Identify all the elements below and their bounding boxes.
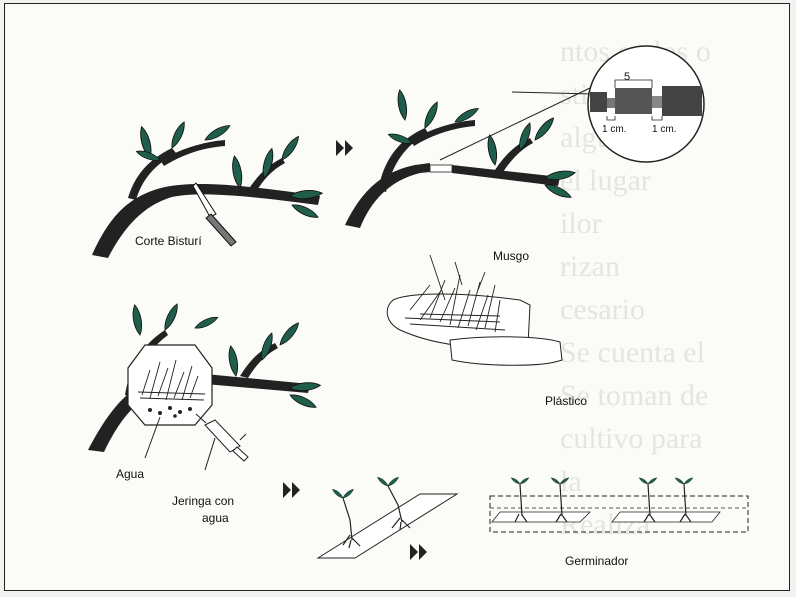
- plastic-sheet: [450, 337, 562, 365]
- label-plastico: Plástico: [545, 394, 587, 408]
- arrow-icon: [410, 544, 427, 560]
- moss-plastic-panel: Musgo Plástico: [387, 249, 587, 408]
- branch-cut-panel: Corte Bisturí: [92, 120, 323, 258]
- tray: [318, 494, 457, 558]
- tray: [612, 512, 720, 522]
- bark-ring: [430, 165, 452, 172]
- syringe-icon: [196, 414, 248, 461]
- label-corte-bisturi: Corte Bisturí: [135, 234, 202, 248]
- label-jeringa: Jeringa con: [172, 494, 234, 508]
- dim-label-right: 1 cm.: [652, 124, 676, 135]
- pointer-line: [205, 438, 215, 470]
- ring-bark-panel: 5 1 cm. 1 cm.: [345, 46, 704, 228]
- germinator-panel: Germinador: [490, 477, 748, 568]
- arrow-icon: [336, 140, 353, 156]
- branch-segment: [452, 165, 560, 186]
- tray: [492, 512, 590, 522]
- dim-label-5: 5: [624, 71, 630, 83]
- dim-label-left: 1 cm.: [602, 124, 626, 135]
- rooted-cuttings-panel: [318, 476, 457, 558]
- label-germinador: Germinador: [565, 554, 628, 568]
- label-jeringa-agua: agua: [202, 511, 229, 525]
- arrow-icon: [283, 482, 300, 498]
- twig: [240, 343, 278, 378]
- twig: [495, 138, 533, 172]
- label-musgo: Musgo: [493, 249, 529, 263]
- magnifier-detail: 5 1 cm. 1 cm.: [588, 46, 704, 162]
- label-agua: Agua: [116, 467, 144, 481]
- leaf-cluster: [135, 120, 322, 220]
- branch: [92, 184, 320, 258]
